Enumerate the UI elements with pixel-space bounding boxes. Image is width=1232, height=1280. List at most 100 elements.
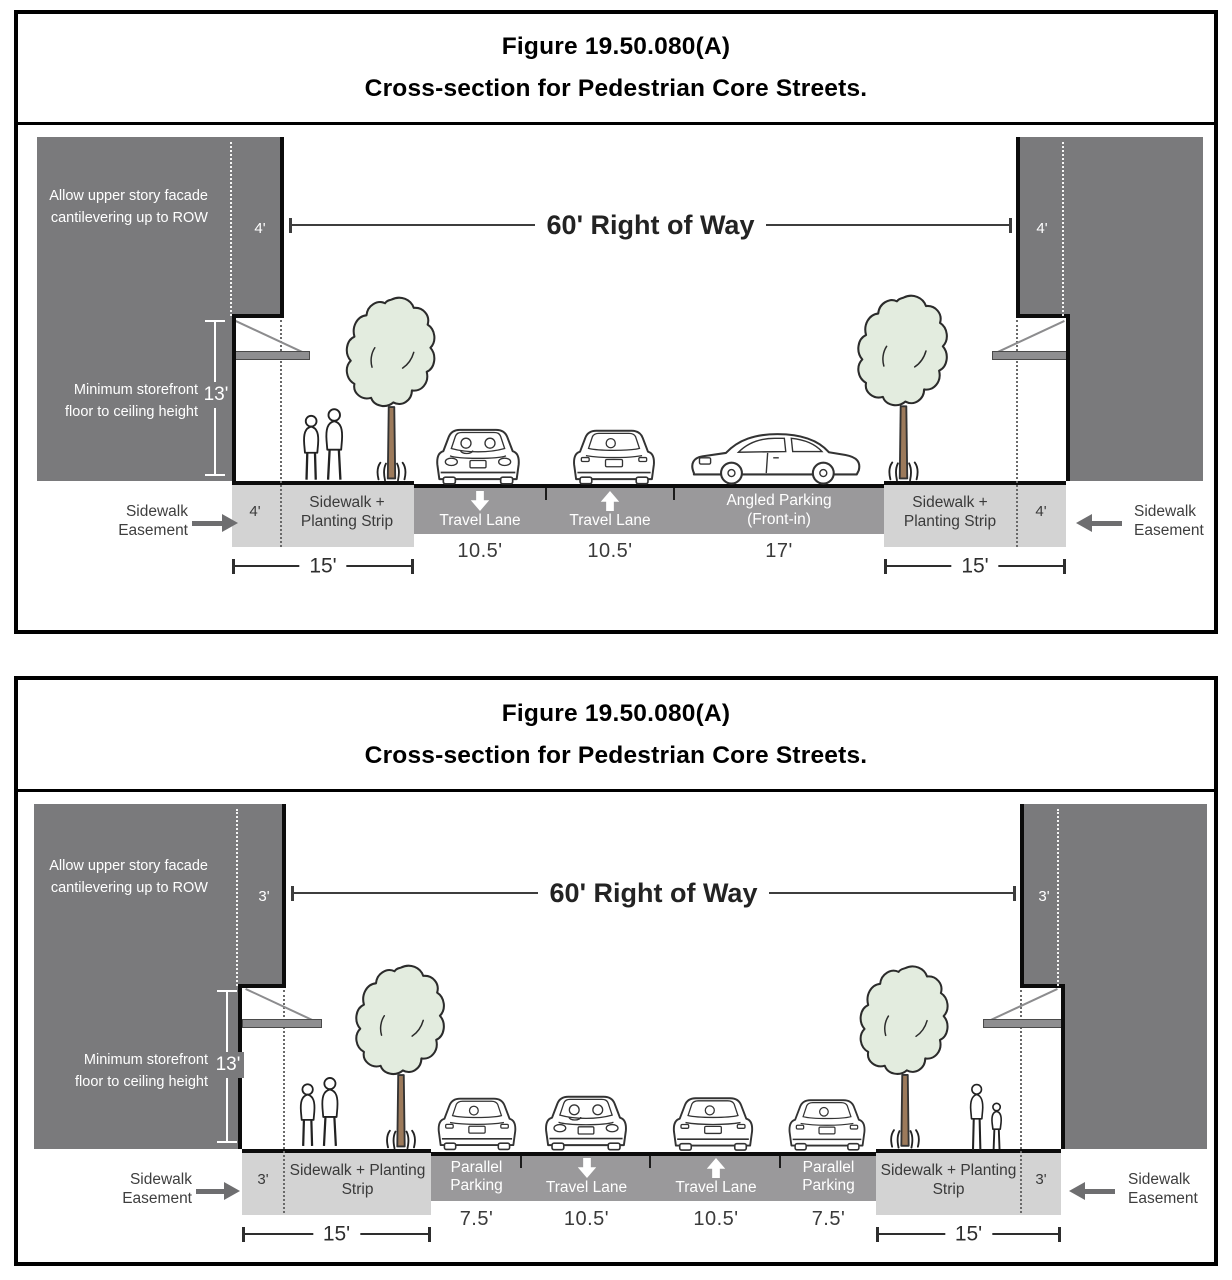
easement-arrowhead-icon (1076, 514, 1092, 532)
car-rear-illustration (430, 1088, 524, 1152)
dimension-cap (217, 1141, 237, 1143)
awning-strut (996, 320, 1065, 354)
lane-width-dimension: 10.5' (587, 540, 633, 562)
sidewalk-easement-label-right: Sidewalk Easement (1134, 503, 1204, 539)
row-line-left (280, 320, 282, 547)
sidewalk-total-width: 15' (312, 1222, 361, 1247)
sidewalk-total-width: 15' (951, 554, 999, 579)
dimension-tick (242, 1227, 245, 1242)
lane-separator (520, 1156, 522, 1168)
easement-arrow-icon (196, 1189, 224, 1194)
storefront-height-dimension: 13' (212, 1052, 244, 1078)
figure-subtitle: Cross-section for Pedestrian Core Street… (364, 741, 868, 769)
easement-width-right: 4' (1035, 503, 1047, 520)
setback-line-left (230, 142, 232, 316)
left-building-upper (37, 137, 284, 316)
car-rear-illustration (665, 1088, 761, 1152)
left-building-step (232, 314, 284, 318)
awning-strut (235, 320, 304, 354)
dimension-cap (205, 320, 225, 322)
easement-arrowhead-icon (1069, 1182, 1085, 1200)
tree-illustration (859, 962, 951, 1152)
sidewalk-width-dimension-left: 15' (232, 554, 414, 579)
lane-travel-down: Travel Lane (414, 488, 546, 532)
right-building-upper (1016, 137, 1203, 316)
figure-subtitle: Cross-section for Pedestrian Core Street… (364, 75, 868, 102)
dimension-cap (205, 474, 225, 476)
lane-width-dimension: 7.5' (811, 1208, 846, 1230)
easement-arrowhead-icon (224, 1182, 240, 1200)
left-sidewalk (232, 481, 414, 547)
lane-travel-down: Travel Lane (522, 1156, 651, 1198)
car-side-illustration (682, 423, 870, 487)
row-line-right (1020, 990, 1022, 1213)
lane-label: Angled Parking (726, 491, 832, 509)
tree-illustration (344, 294, 439, 484)
setback-line-right (1057, 809, 1059, 986)
dimension-tick (1058, 1227, 1061, 1242)
cantilever-dimension-left: 4' (254, 220, 266, 237)
lane-label: Travel Lane (545, 1178, 628, 1196)
row-line-right (1016, 320, 1018, 547)
sidewalk-width-dimension-right: 15' (876, 1222, 1061, 1247)
storefront-note: Minimum storefront floor to ceiling heig… (75, 1052, 208, 1090)
tree-illustration (856, 292, 951, 484)
lane-separator (779, 1156, 781, 1168)
easement-width-left: 3' (257, 1171, 269, 1188)
storefront-note: Minimum storefront floor to ceiling heig… (65, 382, 198, 420)
lane-width-dimension: 10.5' (563, 1208, 610, 1230)
left-building-step (238, 984, 286, 988)
sidewalk-label-left: Sidewalk + Planting Strip (289, 1162, 426, 1198)
dimension-line (294, 892, 538, 894)
easement-arrowhead-icon (222, 514, 238, 532)
sidewalk-easement-label-left: Sidewalk Easement (118, 503, 188, 539)
left-building-upper (34, 804, 286, 986)
lane-width-dimension: 10.5' (457, 540, 503, 562)
right-sidewalk (876, 1149, 1061, 1215)
dimension-tick (884, 559, 887, 574)
setback-line-right (1062, 142, 1064, 316)
sidewalk-label-right: Sidewalk + Planting Strip (880, 1162, 1017, 1198)
dimension-tick (289, 217, 292, 233)
right-building-lower (1061, 986, 1207, 1149)
figure-title-block: Figure 19.50.080(A) Cross-section for Pe… (18, 680, 1214, 792)
car-front-illustration (537, 1086, 635, 1152)
right-sidewalk (884, 481, 1066, 547)
lane-label: Parallel Parking (802, 1159, 855, 1194)
roadway (431, 1152, 876, 1201)
sidewalk-width-dimension-left: 15' (242, 1222, 431, 1247)
right-of-way-dimension: 60' Right of Way (291, 877, 1016, 908)
lane-angled-parking: Angled Parking (Front-in) (674, 488, 884, 532)
sidewalk-width-dimension-right: 15' (884, 554, 1066, 579)
awning-strut (245, 988, 315, 1022)
right-of-way-label: 60' Right of Way (549, 877, 758, 908)
right-awning (992, 351, 1070, 360)
right-building-lower (1066, 316, 1203, 481)
sidewalk-easement-label-right: Sidewalk Easement (1128, 1171, 1198, 1207)
lane-width-dimension: 7.5' (459, 1208, 494, 1230)
right-of-way-label: 60' Right of Way (546, 209, 755, 240)
lane-parallel-parking-right: Parallel Parking (781, 1156, 876, 1198)
row-line-left (283, 990, 285, 1213)
lane-separator (649, 1156, 651, 1168)
lane-travel-up: Travel Lane (546, 488, 674, 532)
lane-width-dimension: 17' (765, 540, 793, 562)
lane-label: Travel Lane (439, 511, 521, 529)
right-awning (983, 1019, 1063, 1028)
lane-travel-up: Travel Lane (651, 1156, 781, 1198)
figure-title: Figure 19.50.080(A) (501, 699, 731, 727)
lane-width-dimension: 10.5' (693, 1208, 739, 1230)
down-arrow-icon (577, 1158, 597, 1178)
right-building-upper (1020, 804, 1207, 986)
dimension-line (769, 892, 1013, 894)
pedestrians-illustration (295, 1073, 347, 1149)
cross-section-diagram: Allow upper story facade cantilevering u… (18, 14, 1214, 630)
dimension-tick (1013, 885, 1016, 901)
lane-separator (673, 488, 675, 500)
lane-parallel-parking-left: Parallel Parking (431, 1156, 522, 1198)
up-arrow-icon (706, 1158, 726, 1178)
easement-arrow-icon (192, 521, 222, 526)
adult-child-illustration (964, 1082, 1010, 1152)
sidewalk-label-right: Sidewalk + Planting Strip (903, 494, 997, 530)
cantilever-dimension-right: 3' (1038, 888, 1050, 905)
